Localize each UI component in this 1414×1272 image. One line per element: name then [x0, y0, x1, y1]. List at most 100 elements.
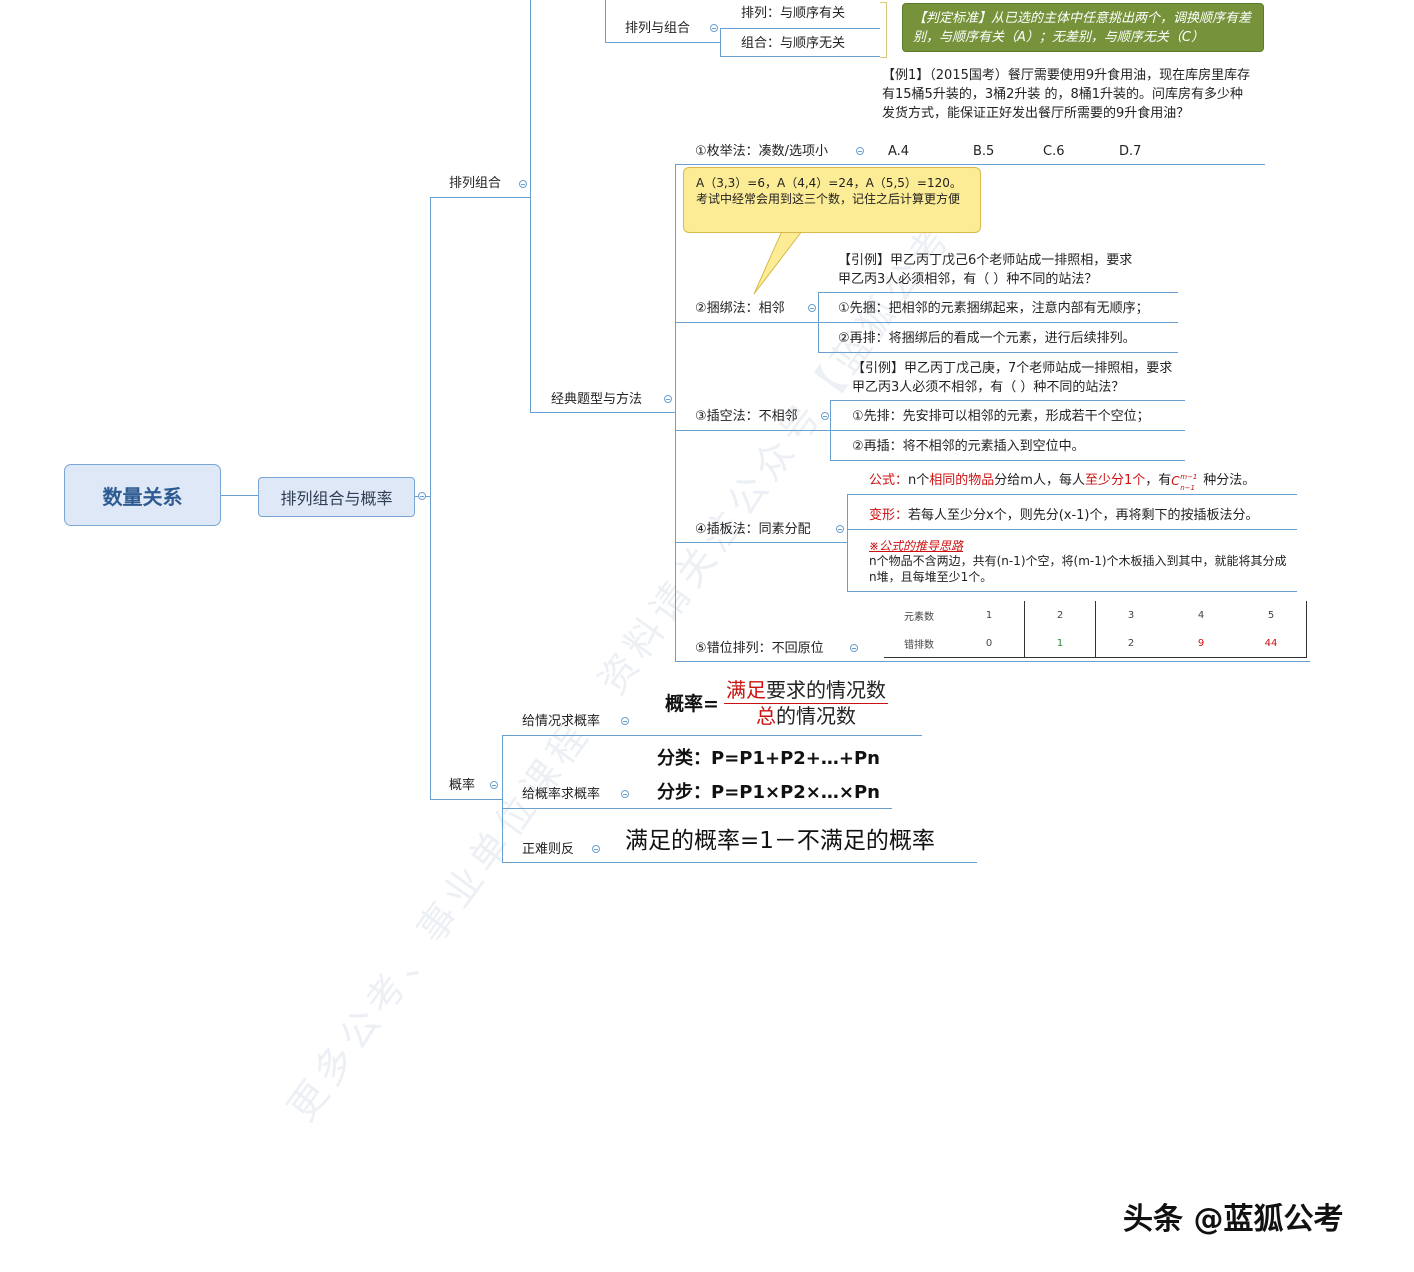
connector: [818, 322, 1178, 323]
table-cell: 3: [1095, 601, 1166, 629]
connector: [847, 494, 1297, 495]
prob-fraction: 满足要求的情况数 总的情况数: [724, 678, 888, 729]
connector: [530, 0, 531, 412]
collapse-icon[interactable]: [710, 24, 718, 32]
connector: [720, 56, 880, 57]
callout-pointer: [753, 230, 804, 295]
collapse-icon[interactable]: [856, 147, 864, 155]
enum-option-d: D.7: [1119, 144, 1142, 159]
collapse-icon[interactable]: [621, 790, 629, 798]
table-cell: 9: [1197, 637, 1205, 649]
table-row: 元素数 1 2 3 4 5: [884, 601, 1307, 629]
connector: [675, 542, 847, 543]
table-cell: 1: [985, 609, 993, 621]
board-variant: 变形：若每人至少分x个，则先分(x-1)个，再将剩下的按插板法分。: [869, 508, 1259, 524]
table-cell: 44: [1236, 629, 1307, 658]
formula-text: n个: [908, 473, 930, 488]
node-classic[interactable]: 经典题型与方法: [551, 392, 643, 407]
formula-text: 种分法。: [1203, 473, 1256, 488]
fraction-numerator: 满足要求的情况数: [724, 678, 888, 704]
fraction-denominator: 总的情况数: [756, 704, 856, 728]
connector: [675, 661, 1310, 662]
gap-step2: ②再插：将不相邻的元素插入到空位中。: [852, 439, 1085, 454]
bind-step1: ①先捆：把相邻的元素捆绑起来，注意内部有无顺序；: [838, 301, 1149, 316]
table-cell: 2: [1024, 601, 1096, 629]
collapse-icon[interactable]: [821, 412, 829, 420]
connector: [605, 42, 720, 43]
connector: [430, 197, 431, 799]
formula-highlight: 至少分1个: [1084, 473, 1146, 488]
criterion-box: 【判定标准】从已选的主体中任意挑出两个，调换顺序有差别，与顺序有关（A）；无差别…: [902, 3, 1264, 52]
formula-tag: 公式：: [869, 473, 909, 488]
collapse-icon[interactable]: [592, 845, 600, 853]
enum-option-a: A.4: [888, 144, 910, 159]
node-case[interactable]: 给情况求概率: [522, 714, 601, 729]
table-cell: 错排数: [904, 639, 934, 651]
root-node[interactable]: 数量关系: [64, 464, 221, 526]
connector: [847, 494, 848, 591]
variant-text: 若每人至少分x个，则先分(x-1)个，再将剩下的按插板法分。: [908, 508, 1259, 523]
collapse-icon[interactable]: [490, 781, 498, 789]
node-combo[interactable]: 组合：与顺序无关: [741, 36, 846, 51]
classify-rule: 分类：P=P1+P2+…+Pn: [657, 748, 880, 769]
level1-node[interactable]: 排列组合与概率: [258, 477, 415, 517]
collapse-icon[interactable]: [664, 395, 672, 403]
enum-option-b: B.5: [973, 144, 995, 159]
node-pc[interactable]: 排列与组合: [625, 21, 691, 36]
node-gap[interactable]: ③插空法：不相邻: [695, 409, 798, 424]
step-rule: 分步：P=P1×P2×…×Pn: [657, 782, 880, 803]
node-bind[interactable]: ②捆绑法：相邻: [695, 301, 785, 316]
collapse-icon[interactable]: [808, 304, 816, 312]
connector: [502, 808, 892, 809]
collapse-icon[interactable]: [850, 644, 858, 652]
table-cell: 元素数: [904, 611, 934, 623]
formula-highlight: 相同的物品: [929, 473, 995, 488]
table-cell: 4: [1197, 609, 1205, 621]
collapse-icon[interactable]: [836, 525, 844, 533]
collapse-icon[interactable]: [418, 492, 426, 500]
connector: [675, 164, 676, 661]
connector: [847, 529, 1297, 530]
reverse-rule: 满足的概率=1－不满足的概率: [625, 828, 935, 854]
connector: [502, 735, 503, 862]
connector: [502, 735, 922, 736]
connector: [818, 292, 1178, 293]
node-enum[interactable]: ①枚举法：凑数/选项小: [695, 144, 829, 159]
connector: [502, 862, 977, 863]
table-cell: 2: [1095, 629, 1166, 658]
connector: [830, 430, 1185, 431]
node-given[interactable]: 给概率求概率: [522, 787, 601, 802]
connector: [430, 197, 530, 198]
node-reverse[interactable]: 正难则反: [522, 842, 575, 857]
collapse-icon[interactable]: [519, 180, 527, 188]
connector: [675, 164, 1265, 165]
table-row: 错排数 0 1 2 9 44: [884, 629, 1307, 658]
gap-example: 【引例】甲乙丙丁戊己庚，7个老师站成一排照相，要求甲乙丙3人必须不相邻，有（ ）…: [852, 361, 1173, 395]
callout-note: A（3,3）=6，A（4,4）=24，A（5,5）=120。考试中经常会用到这三…: [683, 167, 981, 233]
formula-text: 分给m人，每人: [994, 473, 1085, 488]
derivation-text: n个物品不含两边，共有(n-1)个空，将(m-1)个木板插入到其中，就能将其分成…: [869, 554, 1287, 584]
connector: [221, 495, 258, 496]
collapse-icon[interactable]: [621, 717, 629, 725]
node-derange[interactable]: ⑤错位排列：不回原位: [695, 641, 824, 656]
connector: [830, 400, 1185, 401]
enum-option-c: C.6: [1043, 144, 1065, 159]
brand-mark: 头条 @蓝狐公考: [1123, 1202, 1344, 1237]
connector: [430, 799, 502, 800]
connector: [605, 0, 606, 42]
node-perm[interactable]: 排列：与顺序有关: [741, 6, 846, 21]
enum-example: 【例1】（2015国考）餐厅需要使用9升食用油，现在库房里库存有15桶5升装的，…: [882, 68, 1251, 121]
connector: [675, 322, 818, 323]
node-prob[interactable]: 概率: [449, 778, 476, 793]
prob-formula-lhs: 概率=: [665, 693, 719, 715]
bind-step2: ②再排：将捆绑后的看成一个元素，进行后续排列。: [838, 331, 1136, 346]
derangement-table: 元素数 1 2 3 4 5 错排数 0 1 2 9 44: [884, 601, 1307, 658]
node-board[interactable]: ④插板法：同素分配: [695, 522, 811, 537]
connector: [818, 352, 1178, 353]
connector: [675, 430, 830, 431]
node-perm-combo[interactable]: 排列组合: [449, 176, 502, 191]
connector: [847, 591, 1297, 592]
derivation-tag: ※公式的推导思路: [869, 539, 964, 553]
table-cell: 5: [1236, 601, 1307, 629]
